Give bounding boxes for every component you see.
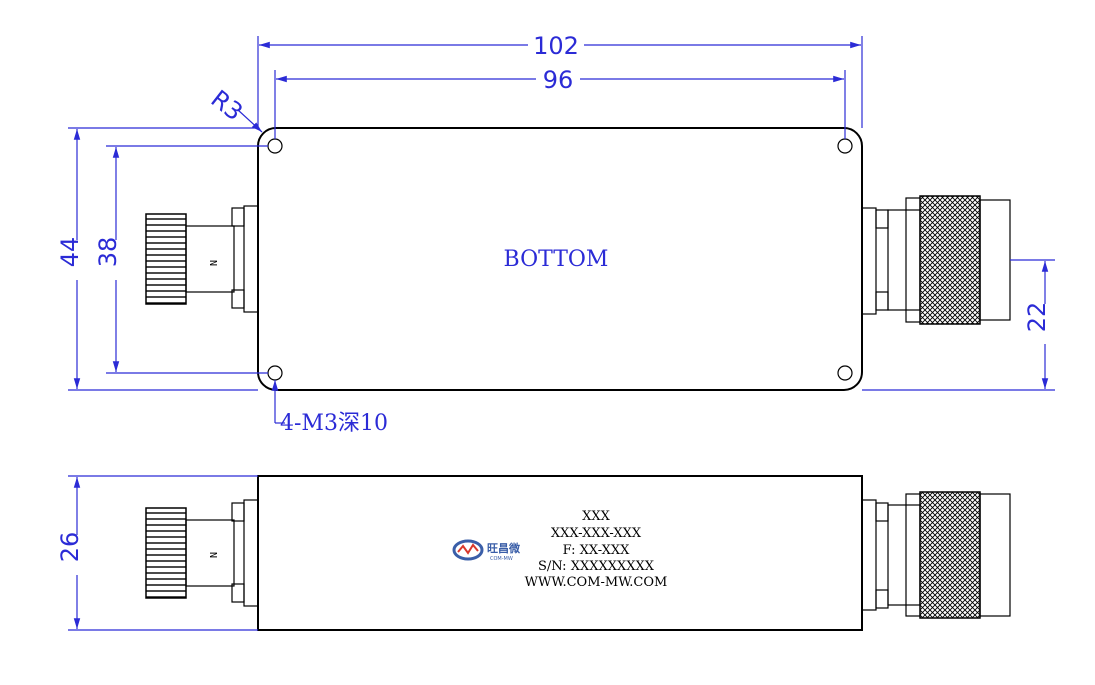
nameplate: XXX XXX-XXX-XXX F: XX-XXX S/N: XXXXXXXXX…	[525, 509, 668, 590]
dim-r3-label: R3	[206, 85, 248, 127]
left-connector-top: N	[145, 205, 259, 313]
dim-26-label: 26	[56, 532, 84, 563]
dim-overall-width: 44	[56, 127, 258, 391]
right-connector-top	[861, 195, 1011, 325]
logo-cn-text: 旺昌微	[487, 541, 521, 555]
side-view: N 26 旺昌微 COM-MW XXX	[56, 475, 1011, 631]
enclosure-body-side	[257, 475, 863, 631]
mounting-hole-br	[837, 365, 853, 381]
right-connector-side	[861, 491, 1011, 619]
dim-102-label: 102	[533, 32, 579, 60]
left-connector-side: N	[145, 499, 259, 607]
hole-note: 4-M3深10	[271, 380, 388, 436]
company-logo: 旺昌微 COM-MW	[452, 539, 521, 562]
dim-height: 26	[56, 475, 258, 631]
dim-connector-offset: 22	[862, 259, 1058, 391]
dim-corner-radius: R3	[206, 85, 263, 133]
top-view: BOTTOM N 102	[56, 32, 1058, 436]
dim-44-label: 44	[56, 237, 84, 268]
dim-hole-spacing-x: 96	[274, 66, 846, 139]
nameplate-line3: F: XX-XXX	[563, 543, 631, 558]
logo-en-text: COM-MW	[490, 556, 513, 562]
dim-22-label: 22	[1023, 302, 1051, 333]
logo-mark-icon	[452, 539, 484, 561]
dim-38-label: 38	[94, 237, 122, 268]
connector-type-label: N	[209, 260, 220, 266]
dim-hole-spacing-y: 38	[94, 145, 268, 374]
hole-note-label: 4-M3深10	[280, 411, 388, 436]
dim-overall-length: 102	[257, 32, 863, 128]
bottom-label: BOTTOM	[504, 247, 609, 272]
nameplate-line5: WWW.COM-MW.COM	[525, 575, 668, 590]
nameplate-line1: XXX	[582, 509, 611, 524]
nameplate-line4: S/N: XXXXXXXXX	[538, 559, 655, 574]
dim-96-label: 96	[543, 66, 574, 94]
connector-type-label-side: N	[209, 552, 220, 558]
nameplate-line2: XXX-XXX-XXX	[551, 526, 642, 541]
